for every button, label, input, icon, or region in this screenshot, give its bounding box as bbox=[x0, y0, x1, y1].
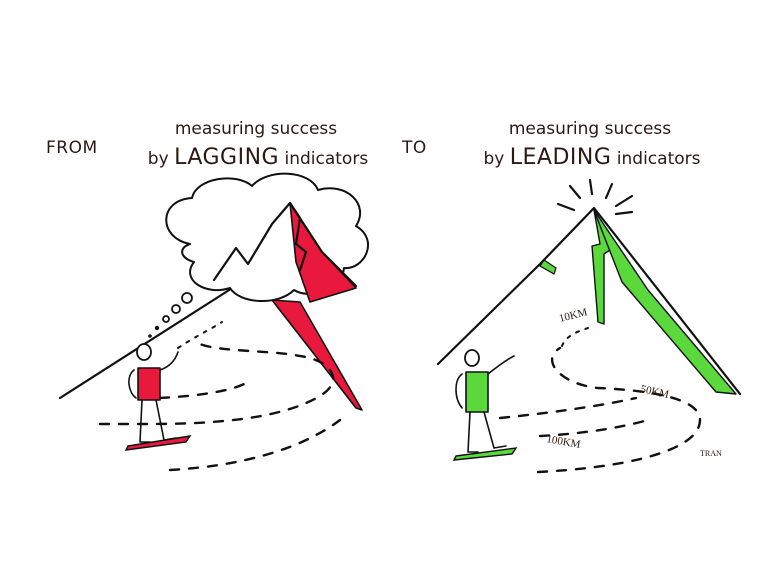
left-trail-2 bbox=[168, 418, 342, 472]
thought-bubble-4 bbox=[154, 325, 160, 331]
peak-shine-rays bbox=[556, 178, 634, 216]
left-mountain-in-thought-cloud-icon bbox=[212, 201, 358, 303]
artist-signature: TRAN bbox=[700, 449, 722, 458]
left-heading-keyword: LAGGING bbox=[174, 145, 279, 170]
left-prefix: FROM bbox=[46, 138, 98, 158]
thought-bubble-2 bbox=[171, 304, 181, 314]
left-heading-line1: measuring success bbox=[175, 119, 337, 139]
right-mountain-with-shining-peak-icon bbox=[436, 206, 742, 396]
right-trail-tip bbox=[561, 327, 589, 347]
right-trail-3 bbox=[498, 396, 638, 420]
milestone-100km: 100KM bbox=[545, 433, 581, 451]
right-heading-line2: by LEADING indicators bbox=[483, 145, 700, 170]
right-heading-keyword: LEADING bbox=[510, 145, 612, 170]
left-heading-indicators: indicators bbox=[284, 149, 368, 169]
left-mountain-slope bbox=[58, 276, 250, 400]
right-panel: TO measuring success by LEADING indicato… bbox=[401, 119, 742, 474]
left-panel: FROM measuring success by LAGGING indica… bbox=[46, 119, 369, 472]
right-heading-indicators: indicators bbox=[617, 149, 701, 169]
right-prefix: TO bbox=[401, 138, 427, 158]
right-hiker-ground bbox=[452, 447, 518, 461]
right-trail-2 bbox=[538, 418, 650, 438]
thought-bubble-5 bbox=[148, 334, 152, 338]
thought-bubble-3 bbox=[162, 315, 170, 323]
thought-bubble-1 bbox=[181, 292, 193, 304]
right-heading-by: by bbox=[483, 149, 504, 169]
milestone-10km: 10KM bbox=[558, 306, 589, 325]
right-heading-line1: measuring success bbox=[509, 119, 671, 139]
left-trail-tip bbox=[177, 321, 223, 349]
left-mountain-shadow bbox=[271, 299, 363, 411]
left-hiker-ground bbox=[124, 435, 192, 451]
left-heading-by: by bbox=[148, 149, 169, 169]
milestone-50km: 50KM bbox=[639, 383, 670, 401]
right-trail-1 bbox=[536, 346, 702, 474]
left-hiker-icon bbox=[124, 343, 192, 451]
left-trail-3 bbox=[158, 378, 252, 400]
left-heading-line2: by LAGGING indicators bbox=[148, 145, 369, 170]
left-trail-1 bbox=[98, 342, 335, 426]
right-hiker-icon bbox=[452, 349, 518, 461]
